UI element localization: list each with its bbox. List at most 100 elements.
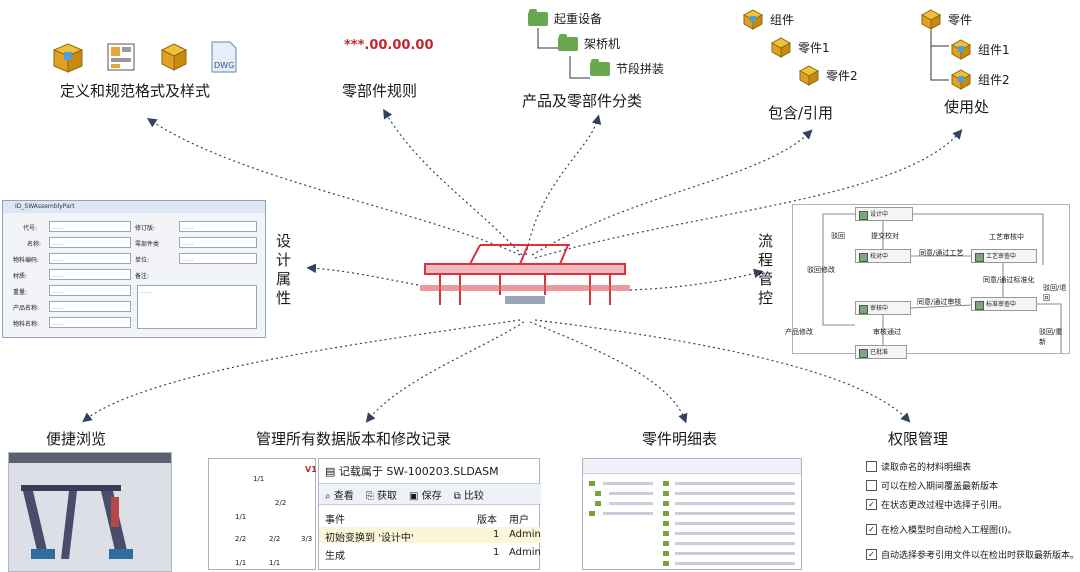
attribute-form: ID_SWAssemblyPart 代号: ...... 名称: ...... …	[2, 200, 266, 338]
permission-option[interactable]: 读取命名的材料明细表	[866, 460, 1079, 473]
folder-icon	[528, 8, 548, 26]
contain-tree: 组件 零件1 零件2	[742, 8, 858, 86]
edge-label: 产品修改	[785, 328, 813, 336]
table-row[interactable]: 初始变换到 '设计中' 1 Admin	[319, 527, 541, 544]
node-auditing: 审核中	[855, 301, 911, 315]
part-icon	[770, 37, 792, 58]
version-badge: V1	[305, 465, 317, 474]
arrow-to-whereused	[534, 129, 963, 259]
definition-icons: DWG	[52, 40, 252, 80]
permission-list: 读取命名的材料明细表 可以在检入期间覆盖最新版本 ✓在状态更改过程中选择子引用。…	[866, 460, 1079, 561]
remark-textarea[interactable]: ......	[137, 285, 257, 329]
assembly-icon	[950, 69, 972, 90]
checkbox[interactable]	[866, 480, 877, 491]
node-proofreading: 校对中	[855, 249, 911, 263]
arrow-to-contain	[531, 129, 813, 256]
field-label: 物料编码:	[13, 257, 40, 264]
cube-icon	[52, 43, 84, 73]
unit-select[interactable]: ......	[179, 253, 257, 264]
checkbox[interactable]	[866, 461, 877, 472]
node-standard-review: 标准审查中	[971, 297, 1037, 311]
name-field[interactable]: ......	[49, 237, 131, 248]
bom-table	[582, 458, 802, 570]
node-process-review: 工艺审查中	[971, 249, 1037, 263]
col-event: 事件	[325, 515, 345, 526]
save-button[interactable]: ▣ 保存	[408, 490, 442, 502]
model-viewer[interactable]	[8, 452, 172, 572]
node-approved: 已批准	[855, 345, 907, 359]
part-icon	[798, 65, 820, 86]
svg-text:DWG: DWG	[214, 61, 234, 70]
table-row[interactable]: 生成 1 Admin	[325, 547, 541, 562]
edge-label: 驳回	[831, 232, 845, 240]
category-tree: 起重设备 架桥机 节段拼装	[528, 8, 664, 77]
part-rule-label: 零部件规则	[342, 82, 418, 100]
field-label: 材质:	[13, 273, 28, 280]
permission-option[interactable]: ✓自动选择参考引用文件以在检出时获取最新版本。	[866, 548, 1079, 561]
permission-option[interactable]: 可以在检入期间覆盖最新版本	[866, 479, 1079, 492]
tree-fraction: 1/1	[269, 559, 281, 567]
field-label: 名称:	[27, 241, 42, 248]
edge-label: 同意/通过标准化	[983, 276, 1035, 284]
edge-label: 驳回/退回	[1043, 284, 1067, 302]
tree-fraction: 2/2	[235, 535, 247, 543]
tree-node: 组件2	[950, 68, 1010, 90]
view-button[interactable]: ⌕ 查看	[325, 490, 354, 502]
get-button[interactable]: ⎘ 获取	[365, 490, 397, 502]
whereused-label: 使用处	[944, 98, 990, 116]
field-label: 零部件类	[135, 241, 160, 248]
bom-label: 零件明细表	[642, 430, 718, 448]
item-name-field[interactable]: ......	[49, 317, 131, 328]
checkbox-checked[interactable]: ✓	[866, 549, 877, 560]
document-icon: ▤	[325, 465, 336, 478]
bom-toolbar	[583, 459, 801, 474]
part-icon	[920, 9, 942, 30]
category-label: 产品及零部件分类	[522, 92, 643, 110]
material-code-field[interactable]: ......	[49, 253, 131, 264]
tree-node: 零件	[920, 8, 1010, 30]
version-label: 管理所有数据版本和修改记录	[256, 430, 452, 448]
code-field[interactable]: ......	[49, 221, 131, 232]
field-label: 代号:	[23, 225, 38, 232]
version-tree: V1 1/1 2/2 1/1 2/2 2/2 3/3 1/1 1/1	[208, 458, 317, 570]
tree-node: 零件2	[798, 64, 858, 86]
permission-option[interactable]: ✓在状态更改过程中选择子引用。	[866, 498, 1079, 511]
checkbox-checked[interactable]: ✓	[866, 499, 877, 510]
tree-node: 组件	[742, 8, 858, 30]
bom-rows	[589, 481, 795, 566]
weight-field[interactable]: ......	[49, 285, 131, 296]
tree-node: 组件1	[950, 38, 1010, 60]
design-attr-label: 设计属性	[276, 232, 292, 307]
node-designing: 设计中	[855, 207, 913, 221]
part-type-select[interactable]: ......	[179, 237, 257, 248]
field-label: 产品名称:	[13, 305, 40, 312]
field-label: 重量:	[13, 289, 28, 296]
revision-field[interactable]: ......	[179, 221, 257, 232]
product-name-field[interactable]: ......	[49, 301, 131, 312]
checkbox-checked[interactable]: ✓	[866, 524, 877, 535]
form-title: ID_SWAssemblyPart	[3, 201, 265, 213]
definition-label: 定义和规范格式及样式	[60, 82, 211, 100]
tree-fraction: 1/1	[235, 513, 247, 521]
tree-node: 零件1	[770, 36, 858, 58]
arrow-to-design-attr	[306, 263, 419, 286]
permission-option[interactable]: ✓在检入模型时自动检入工程图(I)。	[866, 523, 1079, 536]
edge-label: 同意/通过审核	[917, 298, 962, 306]
layout-icon	[107, 43, 135, 71]
viewer-toolbar	[9, 453, 171, 463]
edge-label: 提交校对	[871, 232, 899, 240]
tree-fraction: 2/2	[275, 499, 287, 507]
folder-icon	[590, 58, 610, 76]
field-label: 物料名称:	[13, 321, 40, 328]
arrow-to-part-rule	[383, 108, 523, 256]
part-rule-code: ***.00.00.00	[344, 38, 434, 53]
history-title: ▤ 记载属于 SW-100203.SLDASM	[325, 465, 499, 478]
col-version: 版本	[477, 515, 497, 526]
compare-button[interactable]: ⧉ 比较	[453, 490, 484, 502]
crane-model-icon	[21, 485, 133, 559]
material-field[interactable]: ......	[49, 269, 131, 280]
tree-fraction: 1/1	[235, 559, 247, 567]
arrow-to-process	[629, 268, 764, 291]
